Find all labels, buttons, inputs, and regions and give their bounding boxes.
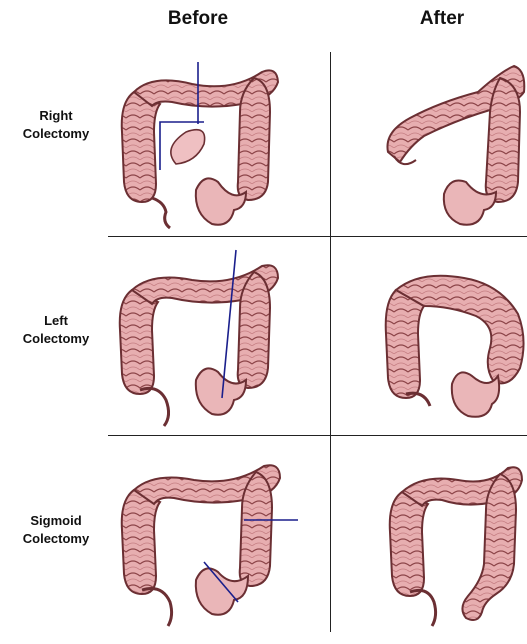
row-label-line2: Colectomy bbox=[4, 530, 108, 548]
row-label-line1: Right bbox=[4, 107, 108, 125]
row-label-right-colectomy: Right Colectomy bbox=[4, 107, 108, 143]
colon-diagram-right-before bbox=[112, 52, 282, 232]
row-label-left-colectomy: Left Colectomy bbox=[4, 312, 108, 348]
colon-diagram-left-before bbox=[112, 250, 282, 430]
after-column-heading: After bbox=[382, 8, 502, 30]
colon-diagram-left-after bbox=[380, 258, 527, 438]
row-label-line2: Colectomy bbox=[4, 125, 108, 143]
vertical-divider bbox=[330, 52, 331, 632]
colon-diagram-sigmoid-before bbox=[112, 450, 302, 630]
row-label-line1: Left bbox=[4, 312, 108, 330]
before-column-heading: Before bbox=[138, 8, 258, 30]
colon-diagram-right-after bbox=[380, 52, 527, 232]
row-label-sigmoid-colectomy: Sigmoid Colectomy bbox=[4, 512, 108, 548]
row-label-line2: Colectomy bbox=[4, 330, 108, 348]
colon-diagram-sigmoid-after bbox=[382, 452, 527, 632]
row-label-line1: Sigmoid bbox=[4, 512, 108, 530]
horizontal-divider-1 bbox=[108, 236, 527, 237]
